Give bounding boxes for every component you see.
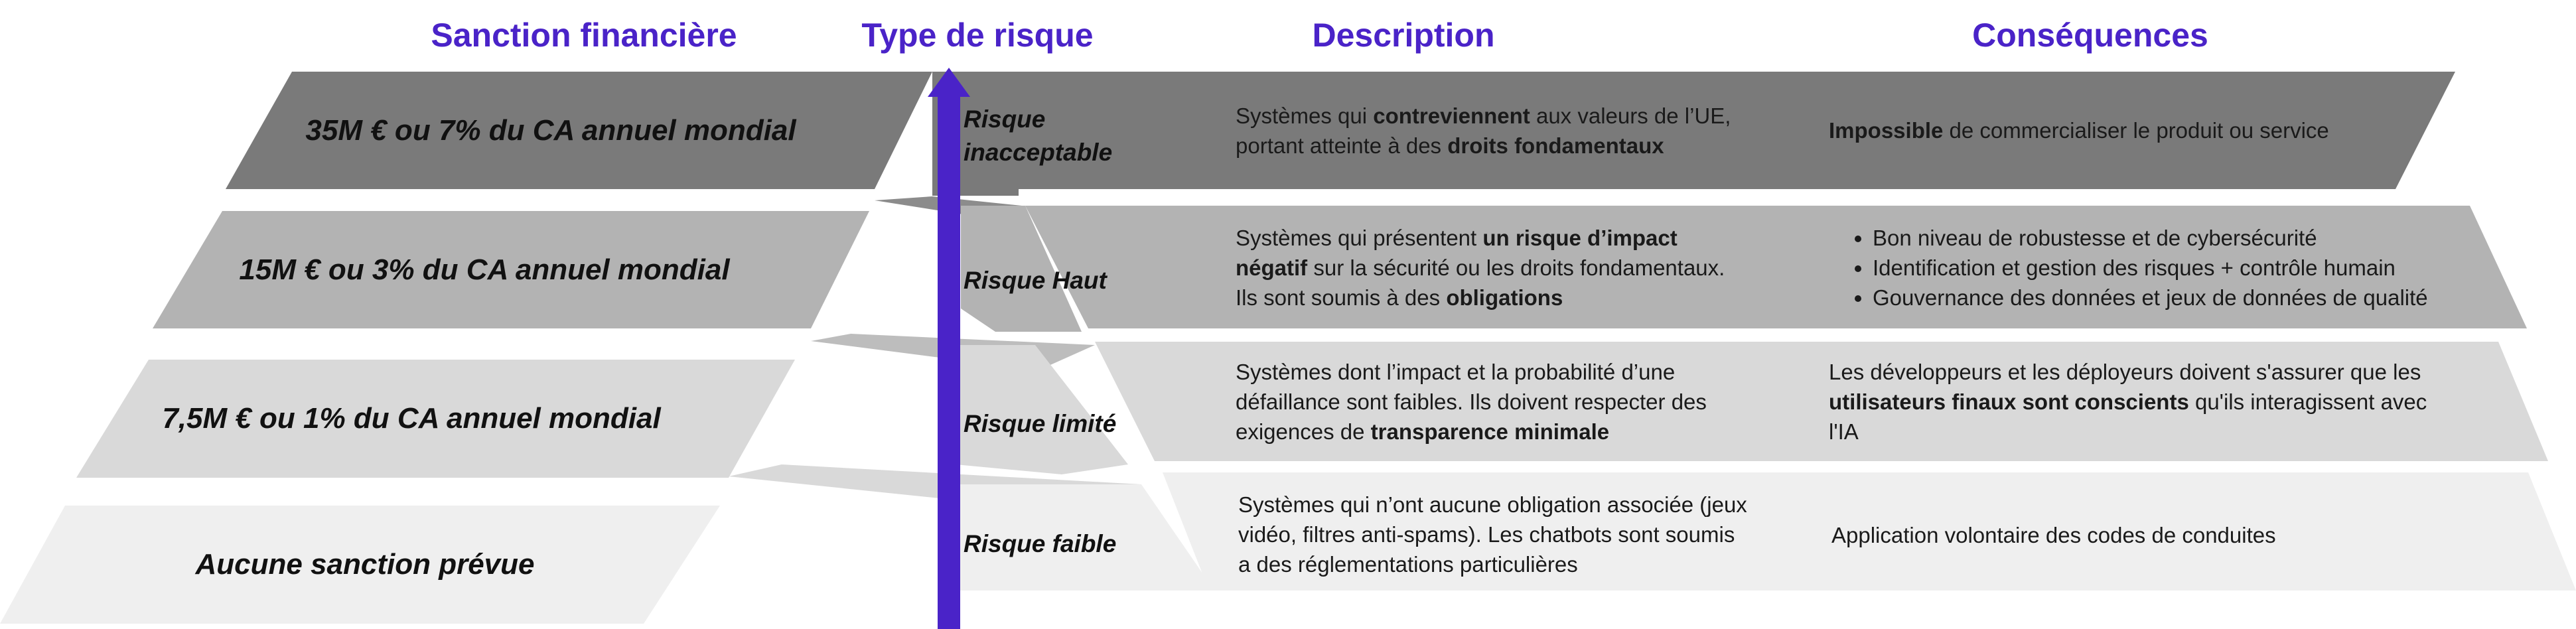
risk-label-tier-1: Risque inacceptable [964,103,1112,169]
sanction-tier-2: 15M € ou 3% du CA annuel mondial [239,253,730,286]
text-line: utilisateurs finaux sont conscients qu'i… [1829,387,2526,417]
text-run: Identification et gestion des risques + … [1873,255,2396,280]
emphasis-text: transparence minimale [1370,419,1610,444]
sanction-shape-tier-2 [153,211,869,328]
text-line: Systèmes qui n’ont aucune obligation ass… [1238,490,1809,520]
text-line: Impossible de commercialiser le produit … [1829,115,2526,145]
list-item: Bon niveau de robustesse et de cybersécu… [1873,223,2526,253]
text-run: de commercialiser le produit ou service [1943,118,2329,143]
text-line: portant atteinte à des droits fondamenta… [1236,131,1806,161]
text-run: Bon niveau de robustesse et de cybersécu… [1873,226,2317,250]
consequences-tier-4: Application volontaire des codes de cond… [1831,520,2528,550]
description-tier-4: Systèmes qui n’ont aucune obligation ass… [1238,490,1809,579]
emphasis-text: obligations [1446,285,1563,310]
text-run: Gouvernance des données et jeux de donné… [1873,285,2428,310]
emphasis-text: utilisateurs finaux sont conscients [1829,389,2189,414]
text-run: aux valeurs de l’UE, [1530,104,1731,128]
text-run: Application volontaire des codes de cond… [1831,523,2276,547]
text-line: l'IA [1829,417,2526,447]
text-line: Les développeurs et les déployeurs doive… [1829,357,2526,387]
risk-label-tier-4: Risque faible [964,527,1116,561]
emphasis-text: un risque d’impact [1482,226,1678,250]
risk-label-tier-2: Risque Haut [964,264,1107,297]
text-run: l'IA [1829,419,1859,444]
risk-label-line: inacceptable [964,139,1113,166]
risk-center-tier-3 [956,345,1128,474]
risk-arrow-head [928,68,970,97]
text-run: défaillance sont faibles. Ils doivent re… [1236,389,1707,414]
text-line: vidéo, filtres anti-spams). Les chatbots… [1238,520,1809,549]
consequences-tier-1: Impossible de commercialiser le produit … [1829,115,2526,145]
description-tier-3: Systèmes dont l’impact et la probabilité… [1236,357,1806,447]
emphasis-text: négatif [1236,255,1308,280]
emphasis-text: contreviennent [1373,104,1530,128]
text-line: Systèmes dont l’impact et la probabilité… [1236,357,1806,387]
text-line: négatif sur la sécurité ou les droits fo… [1236,253,1806,283]
text-run: Ils sont soumis à des [1236,285,1447,310]
header-risk-type: Type de risque [861,17,1094,54]
text-run: sur la sécurité ou les droits fondamenta… [1307,255,1725,280]
text-run: Les développeurs et les déployeurs doive… [1829,360,2421,384]
consequences-tier-2: Bon niveau de robustesse et de cybersécu… [1829,223,2526,313]
sanction-tier-4: Aucune sanction prévue [195,548,535,581]
header-description: Description [1312,17,1495,54]
emphasis-text: droits fondamentaux [1447,133,1664,158]
consequences-list: Bon niveau de robustesse et de cybersécu… [1829,223,2526,313]
sanction-tier-1: 35M € ou 7% du CA annuel mondial [305,113,796,147]
info-shape-tier-1 [1019,72,2455,189]
text-line: défaillance sont faibles. Ils doivent re… [1236,387,1806,417]
text-run: exigences de [1236,419,1371,444]
text-line: Application volontaire des codes de cond… [1831,520,2528,550]
header-consequences: Conséquences [1972,17,2208,54]
sanction-tier-3: 7,5M € ou 1% du CA annuel mondial [162,402,661,435]
info-shape-tier-2 [1025,206,2527,328]
sanction-shape-tier-4 [0,506,720,624]
text-line: Ils sont soumis à des obligations [1236,283,1806,313]
text-run: Systèmes qui [1236,104,1374,128]
text-line: exigences de transparence minimale [1236,417,1806,447]
risk-label-line: Risque Haut [964,267,1107,294]
risk-label-line: Risque faible [964,530,1117,557]
sanction-shape-tier-3 [76,360,795,478]
text-run: Systèmes qui présentent [1236,226,1483,250]
text-run: a des réglementations particulières [1238,552,1578,577]
list-item: Identification et gestion des risques + … [1873,253,2526,283]
text-line: Systèmes qui contreviennent aux valeurs … [1236,101,1806,131]
text-run: Systèmes dont l’impact et la probabilité… [1236,360,1676,384]
text-run: qu'ils interagissent avec [2188,389,2427,414]
risk-label-tier-3: Risque limité [964,407,1116,441]
risk-label-line: Risque [964,105,1046,133]
info-shape-tier-4 [1163,472,2576,591]
list-item: Gouvernance des données et jeux de donné… [1873,283,2526,313]
header-sanction: Sanction financière [431,17,737,54]
risk-center-tier-2 [961,206,1082,332]
emphasis-text: Impossible [1829,118,1944,143]
sanction-shape-tier-1 [226,72,932,189]
risk-center-tier-4 [956,484,1214,591]
text-run: Systèmes qui n’ont aucune obligation ass… [1238,492,1747,517]
risk-arrow-shaft [938,88,960,629]
text-run: portant atteinte à des [1236,133,1448,158]
text-line: a des réglementations particulières [1238,549,1809,579]
text-line: Systèmes qui présentent un risque d’impa… [1236,223,1806,253]
risk-label-line: Risque limité [964,410,1117,437]
text-run: vidéo, filtres anti-spams). Les chatbots… [1238,522,1735,547]
description-tier-2: Systèmes qui présentent un risque d’impa… [1236,223,1806,313]
description-tier-1: Systèmes qui contreviennent aux valeurs … [1236,101,1806,161]
consequences-tier-3: Les développeurs et les déployeurs doive… [1829,357,2526,447]
info-shape-tier-3 [1095,342,2548,461]
